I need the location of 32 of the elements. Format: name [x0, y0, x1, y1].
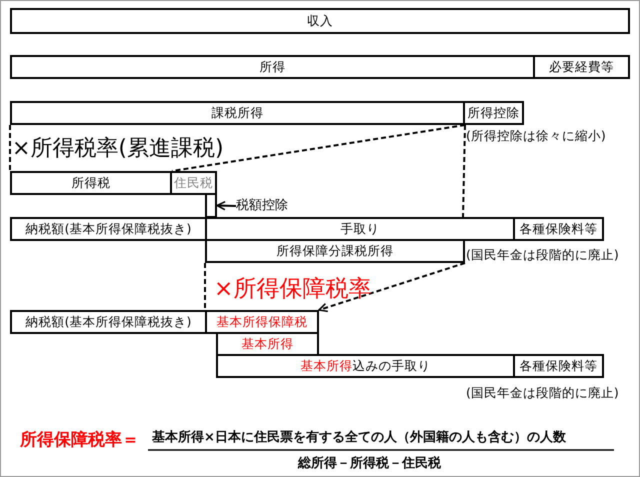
label-box: 納税額(基本所得保障税抜き)	[10, 310, 207, 334]
label-box: 基本所得保障税	[205, 310, 319, 334]
multiplier-text: ×所得税率(累進課税)	[12, 135, 224, 163]
formula-text: 所得保障税率＝	[20, 429, 139, 452]
arrow	[318, 262, 466, 312]
bar-shape	[205, 193, 217, 218]
label-box: 基本所得	[216, 332, 319, 356]
dashed-line	[204, 263, 206, 310]
label-box: 所得税	[10, 171, 172, 195]
label-box: 住民税	[170, 171, 217, 195]
formula-text: 総所得－所得税－住民税	[298, 455, 441, 473]
label-box: 納税額(基本所得保障税抜き)	[10, 217, 207, 241]
note-text: (国民年金は段階的に廃止)	[466, 246, 619, 264]
label-box: 収入	[10, 8, 630, 34]
label-box: 必要経費等	[533, 55, 630, 79]
note-text: (国民年金は段階的に廃止)	[466, 384, 619, 402]
label-box: 課税所得	[10, 101, 465, 125]
label-box: 所得保障分課税所得	[205, 239, 465, 263]
arrow	[216, 200, 236, 210]
label-box: 各種保険料等	[513, 354, 604, 378]
label-box: 手取り	[205, 217, 515, 241]
label-box: 所得控除	[463, 101, 524, 125]
formula-text: 基本所得×日本に住民票を有する全ての人（外国籍の人も含む）の人数	[152, 429, 566, 447]
note-text: 税額控除	[236, 196, 306, 216]
label-box: 所得	[10, 55, 535, 79]
note-text: (所得控除は徐々に縮小)	[466, 127, 606, 145]
dashed-line	[462, 124, 466, 218]
label-box: 各種保険料等	[513, 217, 604, 241]
multiplier-text: ×所得保障税率	[214, 275, 372, 304]
dashed-line	[9, 125, 11, 171]
dashed-line	[172, 124, 466, 172]
label-box: 基本所得込みの手取り	[216, 354, 515, 378]
